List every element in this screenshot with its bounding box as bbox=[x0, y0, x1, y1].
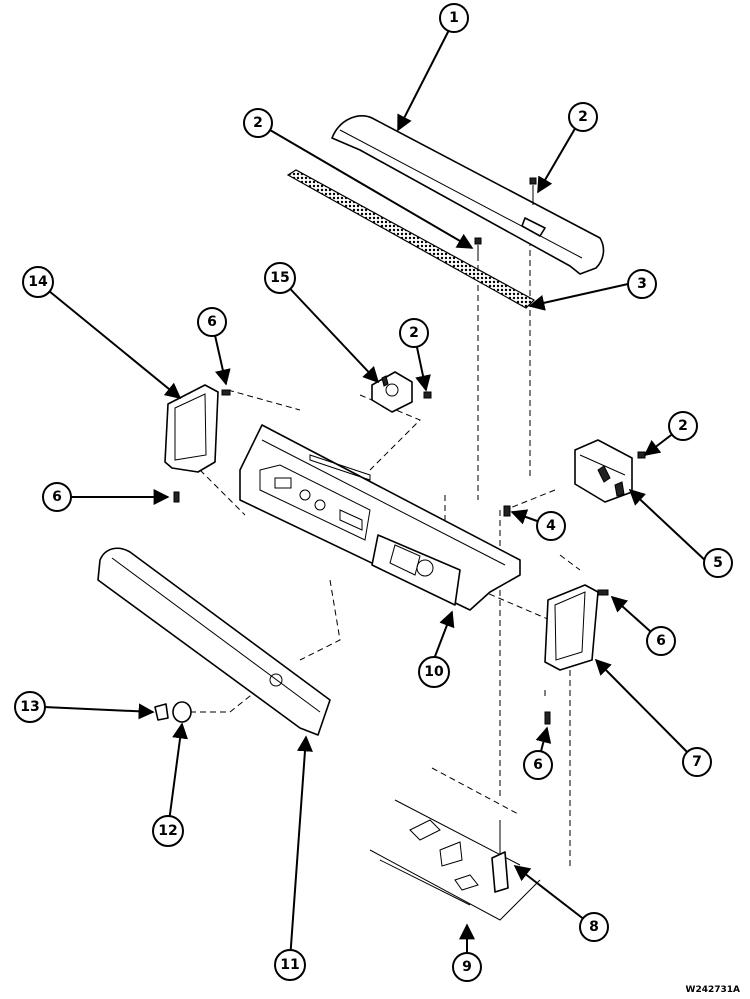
callout-5: 5 bbox=[703, 548, 733, 578]
svg-text:11: 11 bbox=[280, 957, 299, 973]
callout-6b: 6 bbox=[42, 482, 72, 512]
callout-11: 11 bbox=[274, 949, 306, 981]
callout-15: 15 bbox=[264, 262, 296, 294]
svg-text:1: 1 bbox=[449, 10, 459, 26]
part-1-top-cover bbox=[331, 114, 605, 275]
svg-text:9: 9 bbox=[462, 959, 472, 975]
callout-2b: 2 bbox=[568, 102, 598, 132]
part-14-left-end-cap bbox=[164, 384, 219, 473]
svg-text:6: 6 bbox=[533, 757, 543, 773]
svg-text:15: 15 bbox=[270, 270, 289, 286]
svg-text:13: 13 bbox=[20, 699, 39, 715]
figure-code: W242731A bbox=[685, 985, 740, 995]
callout-3: 3 bbox=[627, 269, 657, 299]
svg-text:6: 6 bbox=[207, 314, 217, 330]
screw-parts bbox=[173, 177, 646, 725]
callout-4: 4 bbox=[536, 511, 566, 541]
callout-9: 9 bbox=[452, 952, 482, 982]
callout-12: 12 bbox=[152, 815, 184, 847]
callout-7: 7 bbox=[682, 747, 712, 777]
svg-text:2: 2 bbox=[678, 418, 688, 434]
callout-6d: 6 bbox=[523, 750, 553, 780]
part-9-cabinet bbox=[369, 767, 541, 921]
svg-text:10: 10 bbox=[424, 664, 444, 680]
svg-text:6: 6 bbox=[52, 489, 62, 505]
callout-2d: 2 bbox=[668, 411, 698, 441]
svg-text:4: 4 bbox=[546, 518, 556, 534]
part-13-knob-insert bbox=[154, 703, 169, 721]
callout-13: 13 bbox=[14, 691, 46, 723]
svg-text:6: 6 bbox=[656, 633, 666, 649]
svg-text:2: 2 bbox=[253, 115, 263, 131]
part-7-right-end-cap bbox=[544, 584, 599, 671]
part-10-console-panel bbox=[239, 424, 521, 611]
svg-text:14: 14 bbox=[28, 274, 48, 290]
svg-text:8: 8 bbox=[589, 919, 599, 935]
svg-text:2: 2 bbox=[409, 325, 419, 341]
callout-6a: 6 bbox=[197, 307, 227, 337]
svg-text:3: 3 bbox=[637, 276, 647, 292]
callout-10: 10 bbox=[418, 656, 450, 688]
svg-text:7: 7 bbox=[692, 754, 702, 770]
part-5-timer bbox=[574, 439, 633, 503]
svg-text:2: 2 bbox=[578, 109, 588, 125]
callout-2c: 2 bbox=[399, 318, 429, 348]
callout-2a: 2 bbox=[243, 108, 273, 138]
part-11-front-panel bbox=[97, 547, 331, 736]
callout-8: 8 bbox=[579, 912, 609, 942]
assembly-lines bbox=[190, 230, 581, 870]
callout-6c: 6 bbox=[646, 626, 676, 656]
part-12-knob bbox=[172, 701, 192, 723]
svg-text:5: 5 bbox=[713, 555, 723, 571]
part-8-bracket bbox=[491, 820, 509, 893]
callout-1: 1 bbox=[439, 3, 469, 33]
callout-14: 14 bbox=[22, 266, 54, 298]
svg-text:12: 12 bbox=[158, 823, 177, 839]
part-15-switch bbox=[371, 371, 413, 413]
